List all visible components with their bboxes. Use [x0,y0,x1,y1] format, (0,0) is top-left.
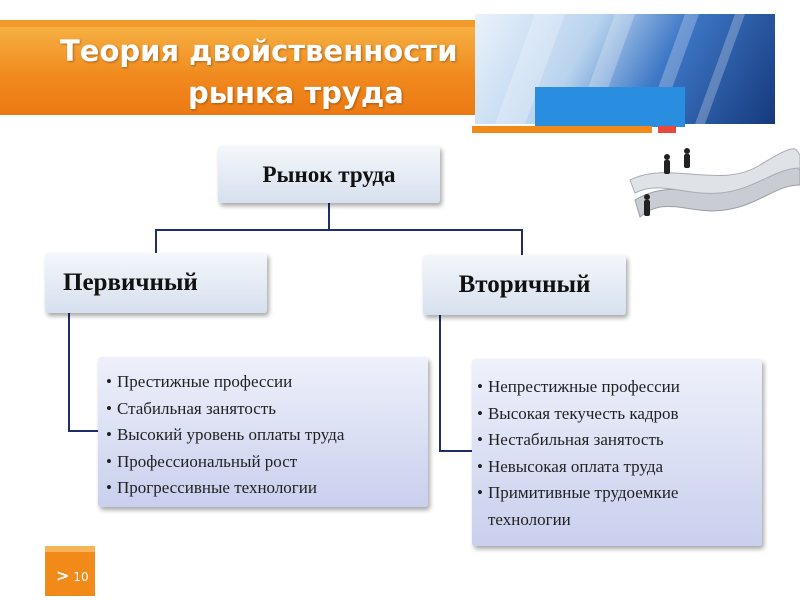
list-item: Профессиональный рост [106,449,422,476]
secondary-node-label: Вторичный [458,271,591,298]
footer-stripe [45,546,95,552]
root-node: Рынок труда [218,146,440,203]
business-people-illustration [629,148,800,218]
connector-root-down [328,203,330,229]
connector-horizontal [155,229,523,231]
list-item: Примитивные трудоемкие технологии [476,480,756,533]
primary-features-box: Престижные профессии Стабильная занятост… [98,357,428,507]
secondary-node: Вторичный [423,255,626,315]
title-line-1: Теория двойственности [60,34,458,68]
list-item: Прогрессивные технологии [106,475,422,502]
connector-primary-to-list [68,430,98,432]
connector-primary-down [68,313,70,432]
list-item: Высокая текучесть кадров [476,401,756,428]
list-item: Нестабильная занятость [476,427,756,454]
connector-to-secondary [521,229,523,255]
list-item: Невысокая оплата труда [476,454,756,481]
secondary-features-box: Непрестижные профессии Высокая текучесть… [472,359,762,546]
page-number: >10 [56,566,89,585]
primary-features-list: Престижные профессии Стабильная занятост… [106,369,422,502]
title-line-2: рынка труда [188,76,404,110]
blue-accent-bar [535,87,685,127]
connector-secondary-to-list [439,450,472,452]
red-accent-square [658,126,676,133]
orange-accent-bar [472,126,652,133]
footer-marker [45,546,95,596]
list-item: Непрестижные профессии [476,374,756,401]
connector-secondary-down [439,315,441,452]
list-item: Высокий уровень оплаты труда [106,422,422,449]
list-item: Стабильная занятость [106,396,422,423]
page-number-value: 10 [73,570,89,584]
primary-node-label: Первичный [63,269,198,296]
primary-node: Первичный [45,253,267,313]
root-node-label: Рынок труда [262,161,396,187]
list-item: Престижные профессии [106,369,422,396]
slide-title: Теория двойственности рынка труда [60,30,480,114]
chevron-right-icon: > [56,566,70,585]
connector-to-primary [155,229,157,253]
secondary-features-list: Непрестижные профессии Высокая текучесть… [476,374,756,533]
banner-top-stripe [0,20,475,27]
